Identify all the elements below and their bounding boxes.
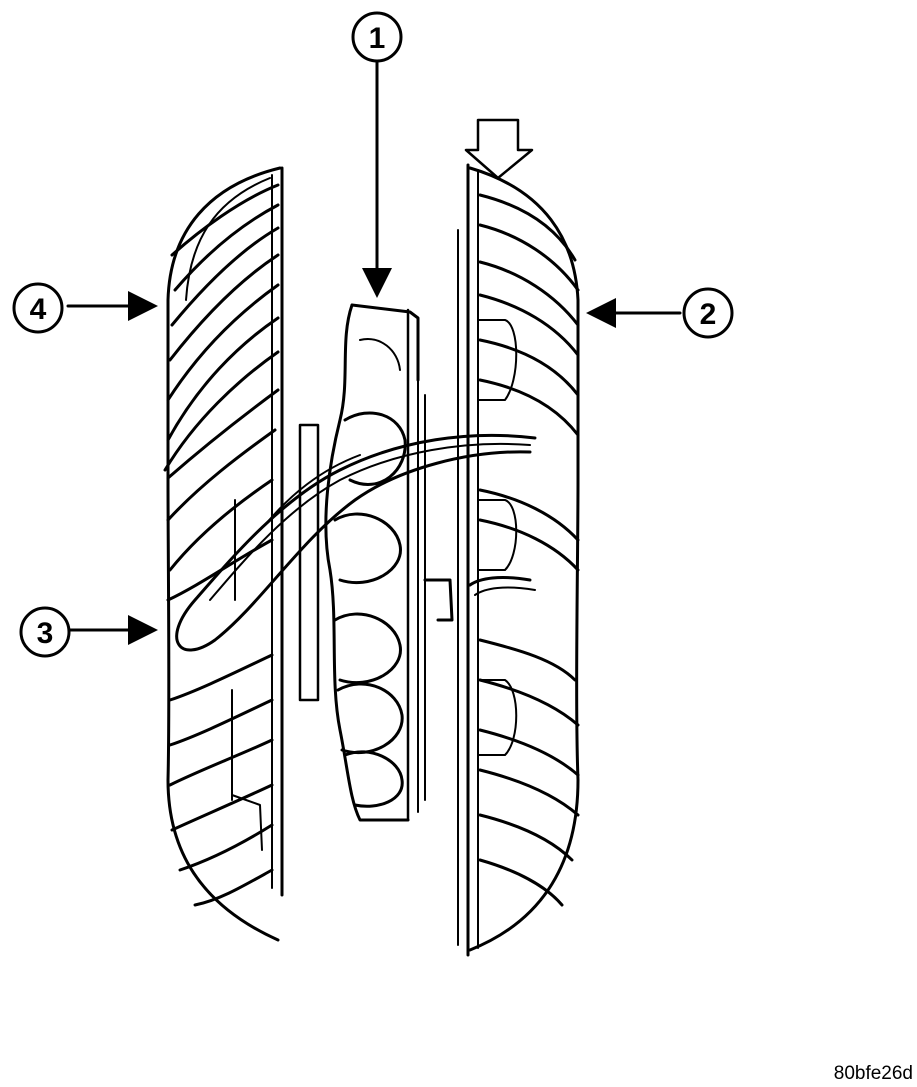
turbine-hub-spline-band xyxy=(175,433,537,652)
stator-center xyxy=(298,303,454,822)
callout-3: 3 xyxy=(19,606,71,658)
callout-1: 1 xyxy=(351,11,403,63)
callout-4: 4 xyxy=(12,282,64,334)
callout-3-number: 3 xyxy=(37,617,54,650)
callout-2: 2 xyxy=(682,287,734,339)
callout-2-number: 2 xyxy=(700,298,717,331)
impeller-right-half xyxy=(457,118,580,957)
callout-leaders xyxy=(66,60,682,645)
callout-1-number: 1 xyxy=(369,22,386,55)
callout-4-number: 4 xyxy=(30,293,47,326)
turbine-left-half xyxy=(163,166,284,942)
figure-id-label: 80bfe26d xyxy=(833,1063,913,1084)
